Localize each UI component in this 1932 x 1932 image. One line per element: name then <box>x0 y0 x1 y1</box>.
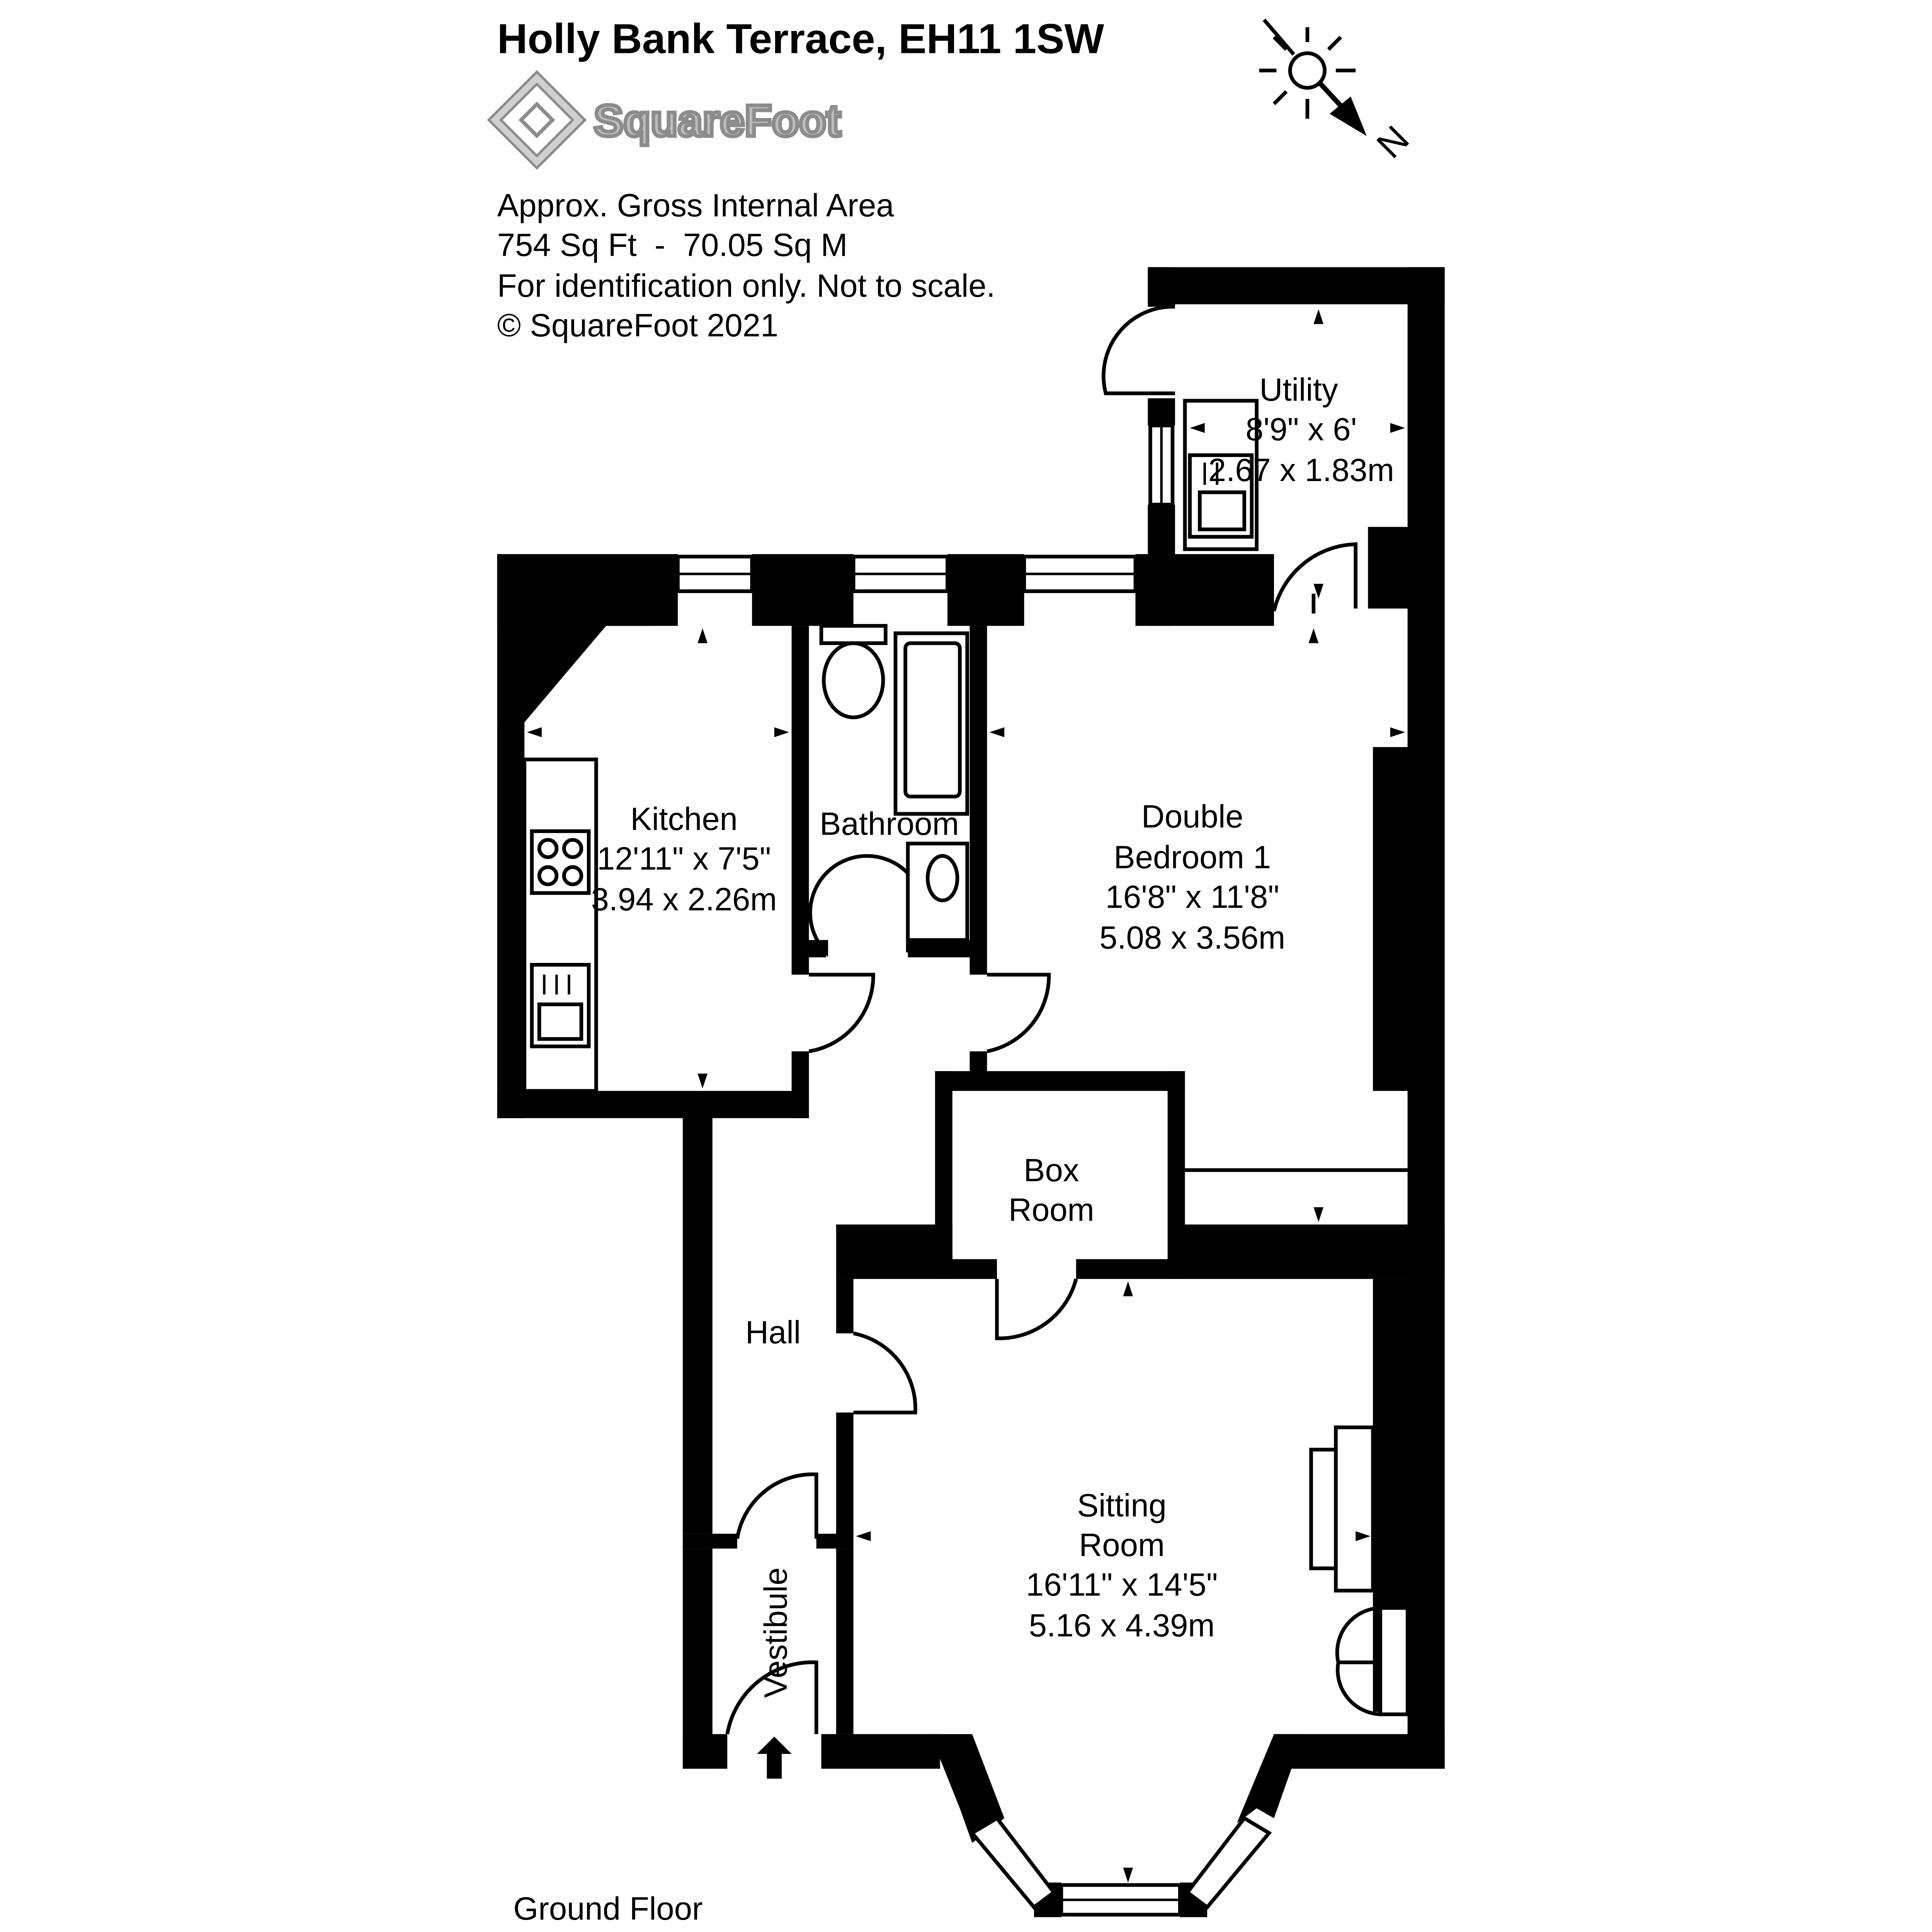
sitting-room-imperial: 16'11" x 14'5" <box>1026 1566 1218 1602</box>
squarefoot-logo-text: SquareFoot <box>594 96 841 146</box>
compass: N <box>1259 19 1417 166</box>
kitchen-imperial: 12'11" x 7'5" <box>597 840 771 876</box>
sitting-room-metric: 5.16 x 4.39m <box>1029 1607 1215 1643</box>
room-label-utility: Utility 8'9" x 6' 2.67 x 1.83m <box>1208 372 1394 488</box>
area-info: Approx. Gross Internal Area 754 Sq Ft - … <box>497 187 995 343</box>
dimension-markers <box>527 309 1405 1883</box>
property-title: Holly Bank Terrace, EH11 1SW <box>497 15 1104 63</box>
vestibule-name: Vestibule <box>758 1567 794 1698</box>
box-room-door <box>995 1278 1078 1340</box>
windows <box>676 423 1272 1917</box>
area-info-line-3: For identification only. Not to scale. <box>497 268 995 304</box>
kitchen-door <box>808 973 875 1053</box>
bedroom-door <box>986 973 1051 1053</box>
room-label-hall: Hall <box>745 1314 801 1350</box>
north-arrow-icon <box>1316 80 1367 136</box>
entrance-arrow-icon <box>757 1736 792 1779</box>
bedroom-name-line-2: Bedroom 1 <box>1114 839 1271 875</box>
fireplace-icon <box>1309 1425 1375 1593</box>
utility-external-door <box>1102 305 1175 395</box>
doors <box>725 305 1358 1735</box>
bedroom-imperial: 16'8" x 11'8" <box>1105 879 1279 915</box>
sun-icon <box>1259 19 1356 119</box>
bathroom-window <box>851 554 949 593</box>
utility-name: Utility <box>1259 372 1338 408</box>
kitchen-window <box>676 554 754 593</box>
bedroom-window <box>1022 554 1138 593</box>
box-room-name-line-2: Room <box>1009 1192 1094 1228</box>
utility-door <box>1272 542 1358 612</box>
vestibule-inner-door <box>735 1472 818 1539</box>
walls <box>497 267 1445 1917</box>
area-info-line-2: 754 Sq Ft - 70.05 Sq M <box>497 227 848 263</box>
utility-window <box>1148 423 1175 507</box>
room-label-box-room: Box Room <box>1009 1152 1094 1228</box>
room-label-kitchen: Kitchen 12'11" x 7'5" 3.94 x 2.26m <box>591 801 777 917</box>
north-label: N <box>1369 118 1417 166</box>
kitchen-name: Kitchen <box>630 801 738 837</box>
area-info-line-4: © SquareFoot 2021 <box>497 308 779 344</box>
squarefoot-logo-mark <box>487 70 587 170</box>
cupboard-icon <box>1335 1606 1410 1716</box>
bay-window-centre <box>1059 1883 1182 1917</box>
bathroom-name: Bathroom <box>820 806 959 842</box>
hall-name: Hall <box>745 1314 801 1350</box>
utility-imperial: 8'9" x 6' <box>1245 412 1357 447</box>
kitchen-metric: 3.94 x 2.26m <box>591 881 777 917</box>
bay-window-left <box>969 1816 1057 1910</box>
room-label-bathroom: Bathroom <box>820 806 959 842</box>
room-label-bedroom: Double Bedroom 1 16'8" x 11'8" 5.08 x 3.… <box>1099 798 1285 956</box>
bedroom-metric: 5.08 x 3.56m <box>1099 920 1285 956</box>
hob-icon <box>530 829 591 895</box>
room-label-vestibule: Vestibule <box>758 1567 794 1698</box>
toilet-icon <box>819 624 888 719</box>
sitting-room-name-line-2: Room <box>1079 1527 1165 1563</box>
utility-sink-icon <box>1188 453 1254 539</box>
front-door <box>725 1660 818 1735</box>
washbasin-icon <box>906 842 969 942</box>
squarefoot-logo: SquareFoot <box>487 70 843 170</box>
utility-metric: 2.67 x 1.83m <box>1208 452 1394 488</box>
sitting-room-door <box>853 1331 917 1415</box>
bedroom-name-line-1: Double <box>1141 798 1243 834</box>
room-label-sitting-room: Sitting Room 16'11" x 14'5" 5.16 x 4.39m <box>1026 1487 1218 1643</box>
fixtures <box>522 399 1410 1716</box>
kitchen-sink-icon <box>530 963 591 1048</box>
bathtub-icon <box>893 631 969 816</box>
box-room-name-line-1: Box <box>1024 1152 1079 1188</box>
area-info-line-1: Approx. Gross Internal Area <box>497 187 895 223</box>
bathroom-door <box>808 854 910 957</box>
bay-window-right <box>1185 1816 1272 1910</box>
sitting-room-name-line-1: Sitting <box>1077 1487 1167 1523</box>
floor-label: Ground Floor <box>513 1891 702 1927</box>
